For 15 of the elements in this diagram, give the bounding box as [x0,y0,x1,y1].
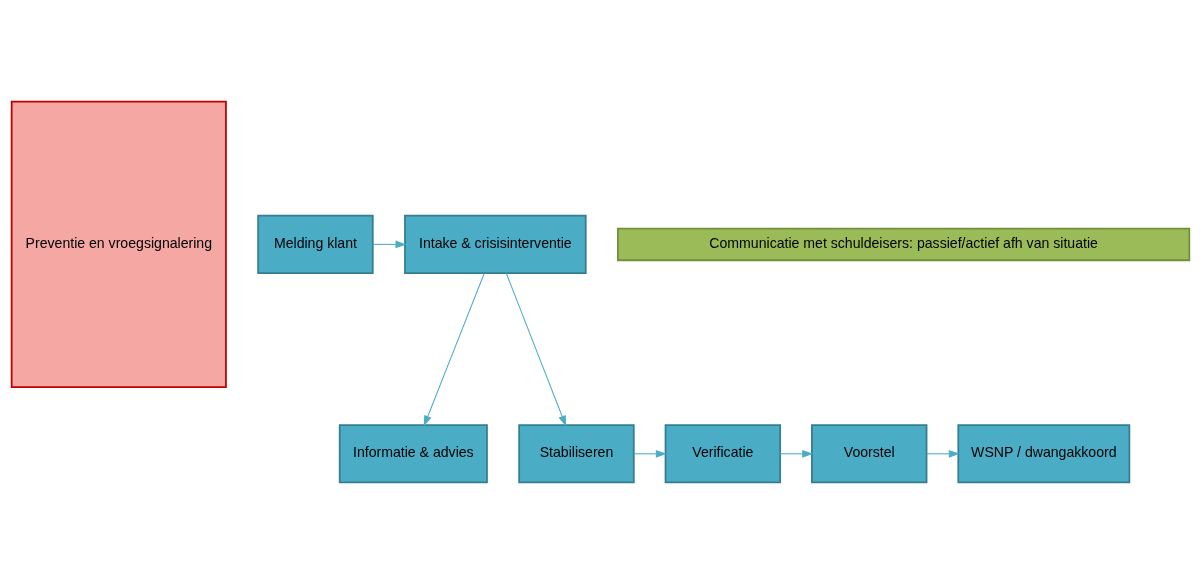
node-box: Intake & crisisinterventie [404,214,587,274]
arrow [633,449,667,458]
arrow [505,272,567,427]
node-box: Verificatie [664,423,782,483]
arrow [423,272,485,427]
arrow [372,240,407,248]
node-box: Voorstel [811,423,928,483]
node-box: Communicatie met schuldeisers: passief/actief afh van situatie [617,227,1191,261]
node-box: Stabiliseren [518,423,635,483]
node-box: Informatie & advies [338,423,488,483]
arrow [779,449,814,458]
node-box: Preventie en vroegsignalering [10,100,227,388]
node-box: WSNP / dwangakkoord [957,423,1131,483]
arrow [926,449,960,458]
node-box: Melding klant [257,214,374,274]
